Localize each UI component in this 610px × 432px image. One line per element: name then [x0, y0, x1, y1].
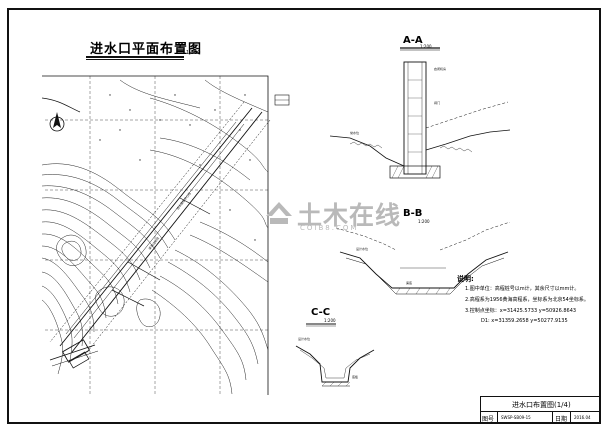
section-aa-drawing: 常水位 闸门 启闭机房: [330, 47, 510, 179]
svg-text:设计水位: 设计水位: [298, 336, 310, 341]
intake-structure: [49, 339, 99, 369]
watermark-logo-icon: [266, 202, 292, 224]
note-line: D1: x=31359.2658 y=50277.9135: [481, 318, 568, 324]
date-label: 日期: [555, 416, 568, 423]
north-arrow-icon: [49, 112, 65, 132]
section-aa-title: A-A: [403, 35, 423, 46]
title-block-divider: [480, 411, 601, 412]
note-line: 1.图中单位：高程桩号以m计，其余尺寸以mm计。: [465, 286, 580, 292]
svg-text:底板: 底板: [352, 374, 358, 379]
drawing-no-label: 图号: [482, 416, 495, 423]
intake-channel: [49, 101, 271, 357]
drawing-frame: [7, 8, 601, 424]
plan-title-underline-thin: [86, 59, 184, 60]
section-bb-drawing: 设计水位 渠底: [336, 222, 511, 295]
section-aa-scale: 1:200: [420, 44, 432, 49]
plan-title-underline: [86, 56, 184, 58]
title-block: [480, 396, 601, 424]
section-cc-scale: 1:200: [324, 318, 336, 323]
note-line: 2.高程系为1956黄海高程系，坐标系为北京54坐标系。: [465, 297, 589, 303]
section-cc-title: C-C: [311, 307, 331, 318]
svg-text:闸门: 闸门: [434, 100, 440, 105]
section-cc-drawing: 设计水位 底板: [295, 323, 375, 387]
section-marks: [111, 197, 211, 307]
date: 2016.04: [574, 415, 591, 420]
plan-title: 进水口平面布置图: [90, 42, 203, 57]
section-bb-scale: 1:200: [418, 219, 430, 224]
watermark-text: 土木在线: [297, 201, 402, 230]
watermark-sub: COIB8.COM: [300, 224, 359, 232]
notes-heading: 说明:: [457, 275, 474, 283]
drawing-no: SWSP-SB09-15: [501, 415, 531, 420]
svg-text:设计水位: 设计水位: [356, 246, 368, 251]
contour-lines: [41, 79, 269, 395]
plan-scale: 1:500: [186, 50, 201, 56]
note-line: 3.控制点坐标：x=31425.5733 y=50926.8643: [465, 308, 577, 314]
drawing-name: 进水口布置图(1/4): [512, 401, 571, 409]
svg-text:渠底: 渠底: [406, 280, 412, 285]
terrain-points: [99, 94, 256, 241]
section-bb-title: B-B: [403, 208, 423, 219]
coordinate-grid: [45, 76, 270, 395]
svg-text:常水位: 常水位: [350, 130, 359, 135]
svg-text:启闭机房: 启闭机房: [434, 66, 446, 71]
